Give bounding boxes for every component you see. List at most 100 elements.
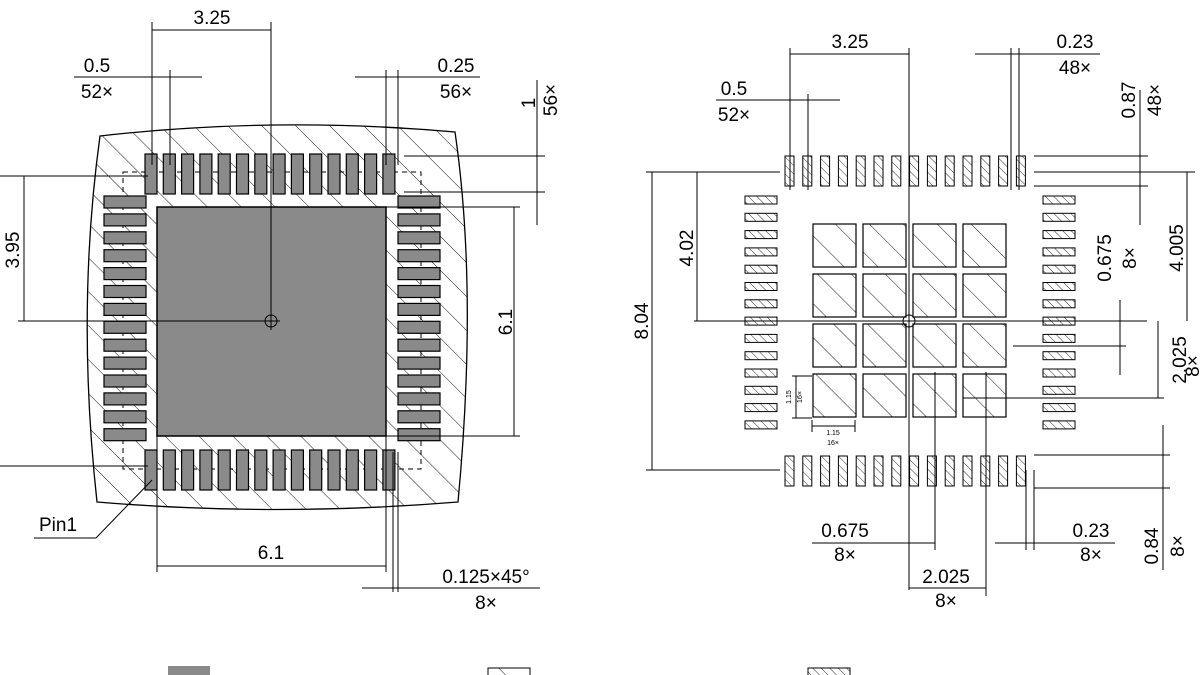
right-dim-total-height: 8.04 <box>632 302 653 339</box>
lead <box>162 449 176 491</box>
paste-square <box>862 273 907 318</box>
pad <box>873 155 884 187</box>
right-left-pads <box>744 195 778 430</box>
right-land-pattern-view: 3.25 0.5 52× 0.23 48× 0.87 48× 8.04 4.02… <box>632 32 1200 612</box>
left-dim-lead-width-count: 56× <box>440 82 472 103</box>
right-dim-small-a-count: 16× <box>797 391 804 403</box>
paste-square <box>962 323 1007 368</box>
lead <box>254 153 268 195</box>
right-dim-bottom2025-count: 8× <box>935 591 957 612</box>
left-left-leads <box>103 195 147 442</box>
lead <box>103 213 147 227</box>
right-dim-pad-width-count: 48× <box>1059 58 1091 79</box>
lead <box>364 449 378 491</box>
lead <box>103 356 147 370</box>
lead <box>103 374 147 388</box>
lead <box>397 356 441 370</box>
lead <box>181 449 195 491</box>
lead <box>103 284 147 299</box>
pad <box>926 155 937 187</box>
pad <box>891 155 902 187</box>
right-bottom-pads <box>784 455 1026 487</box>
lead <box>103 392 147 406</box>
paste-square <box>912 273 957 318</box>
paste-square <box>862 223 907 268</box>
pad <box>744 368 778 378</box>
right-dim-bottom084-count: 8× <box>1168 535 1189 557</box>
lead <box>103 302 147 316</box>
right-dim-bottom675-value: 0.675 <box>821 521 869 542</box>
legend-solid-swatch <box>168 666 210 675</box>
lead <box>397 374 441 388</box>
pad <box>1042 264 1076 274</box>
legend <box>168 666 851 675</box>
lead <box>235 153 250 195</box>
right-top-pads <box>784 155 1026 187</box>
pad <box>820 155 831 187</box>
right-dim-bottom675-count: 8× <box>834 545 856 566</box>
pad <box>784 455 795 487</box>
lead <box>382 153 396 195</box>
pad <box>1042 385 1076 395</box>
lead <box>345 153 359 195</box>
left-body-outline-dashed <box>122 171 422 470</box>
lead <box>345 449 359 491</box>
paste-square <box>812 373 857 418</box>
pad <box>998 155 1009 187</box>
pin1-label: Pin1 <box>39 515 77 536</box>
lead <box>327 153 341 195</box>
left-dim-right-count: 56× <box>541 84 562 116</box>
left-dim-bottom-width: 6.1 <box>258 543 284 564</box>
pad <box>744 420 778 430</box>
lead <box>162 153 176 195</box>
paste-square <box>912 223 957 268</box>
paste-square <box>862 373 907 418</box>
pad <box>962 455 973 487</box>
right-dim-top-width: 3.25 <box>832 32 869 53</box>
pad <box>1015 455 1026 487</box>
left-dim-right-height: 6.1 <box>496 309 517 335</box>
pad <box>1042 247 1076 257</box>
legend-hatch-wide-swatch <box>487 667 531 675</box>
pad <box>855 455 866 487</box>
right-dim-small-b-count: 16× <box>827 440 839 447</box>
lead <box>103 231 147 245</box>
left-dim-lead-width-value: 0.25 <box>438 56 475 77</box>
right-dim-pitch2025-count: 8× <box>1183 355 1200 377</box>
left-dim-pitch-value: 0.5 <box>84 56 110 77</box>
lead <box>290 153 304 195</box>
pad <box>1042 420 1076 430</box>
lead <box>397 302 441 316</box>
lead <box>397 392 441 406</box>
right-dim-pitch-value: 0.5 <box>721 79 747 100</box>
pad <box>1042 333 1076 343</box>
lead <box>397 249 441 263</box>
pad <box>802 155 813 187</box>
lead <box>254 449 268 491</box>
legend-hatch-narrow-swatch <box>807 667 851 675</box>
pad <box>980 155 991 187</box>
pad <box>744 403 778 413</box>
lead <box>103 195 147 209</box>
pad <box>744 264 778 274</box>
pad <box>1042 282 1076 291</box>
lead <box>272 153 286 195</box>
paste-square <box>862 323 907 368</box>
right-dim-bottom084-value: 0.84 <box>1142 527 1163 564</box>
lead <box>181 153 195 195</box>
left-dim-right-value: 1 <box>519 98 540 109</box>
lead <box>397 428 441 442</box>
right-dim-pitch-count: 52× <box>718 105 750 126</box>
paste-square <box>812 323 857 368</box>
right-dim-small-a-value: 1.15 <box>786 390 793 404</box>
lead <box>103 249 147 263</box>
left-dim-chamfer-count: 8× <box>475 593 497 614</box>
lead <box>217 449 231 491</box>
pad <box>1042 212 1076 222</box>
paste-square <box>962 223 1007 268</box>
paste-square <box>812 223 857 268</box>
pad <box>837 155 848 187</box>
left-dim-top-width: 3.25 <box>194 8 231 29</box>
pad <box>744 333 778 343</box>
lead <box>144 449 158 491</box>
